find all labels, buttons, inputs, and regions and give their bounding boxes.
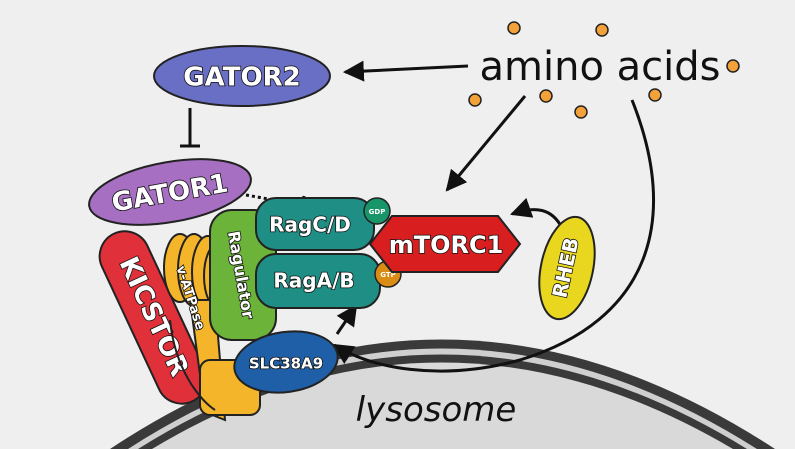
- slc38a9-transporter: SLC38A9: [233, 330, 339, 394]
- gdp-label: GDP: [369, 208, 386, 216]
- rag-heterodimer: RagC/D RagA/B GDP GTP: [255, 197, 402, 309]
- rheb-protein: RHEB: [538, 215, 596, 321]
- gator2-complex: GATOR2: [153, 45, 331, 107]
- ragab-label: RagA/B: [273, 269, 354, 293]
- ragcd-label: RagC/D: [269, 213, 351, 237]
- mtorc1-complex: mTORC1: [368, 215, 522, 273]
- gator2-label: GATOR2: [183, 63, 300, 93]
- arrow-aa-to-gator2: [342, 60, 469, 82]
- gdp-badge: [363, 197, 391, 225]
- pathway-arrows: [180, 60, 656, 373]
- amino-acid-dot: [574, 105, 588, 119]
- amino-acid-dots: [468, 21, 740, 119]
- amino-acid-dot: [595, 23, 609, 37]
- ragulator-complex: Ragulator: [209, 209, 277, 341]
- gator1-complex: GATOR1: [88, 158, 252, 226]
- mtorc1-label: mTORC1: [389, 231, 504, 259]
- arrow-aa-to-mtorc1: [445, 95, 527, 192]
- amino-acids-label: amino acids: [480, 44, 721, 90]
- amino-acid-dot: [539, 89, 553, 103]
- lysosome-label: lysosome: [356, 390, 517, 430]
- arrow-slc38a9-to-rags: [335, 304, 358, 335]
- gtp-label: GTP: [380, 271, 396, 279]
- amino-acid-dot: [507, 21, 521, 35]
- slc38a9-label: SLC38A9: [249, 355, 323, 373]
- amino-acid-dot: [648, 88, 662, 102]
- arrow-rheb-to-mtorc1: [510, 197, 564, 229]
- amino-acid-dot: [726, 59, 740, 73]
- amino-acid-dot: [468, 93, 482, 107]
- arrow-aa-to-slc38a9: [332, 99, 656, 373]
